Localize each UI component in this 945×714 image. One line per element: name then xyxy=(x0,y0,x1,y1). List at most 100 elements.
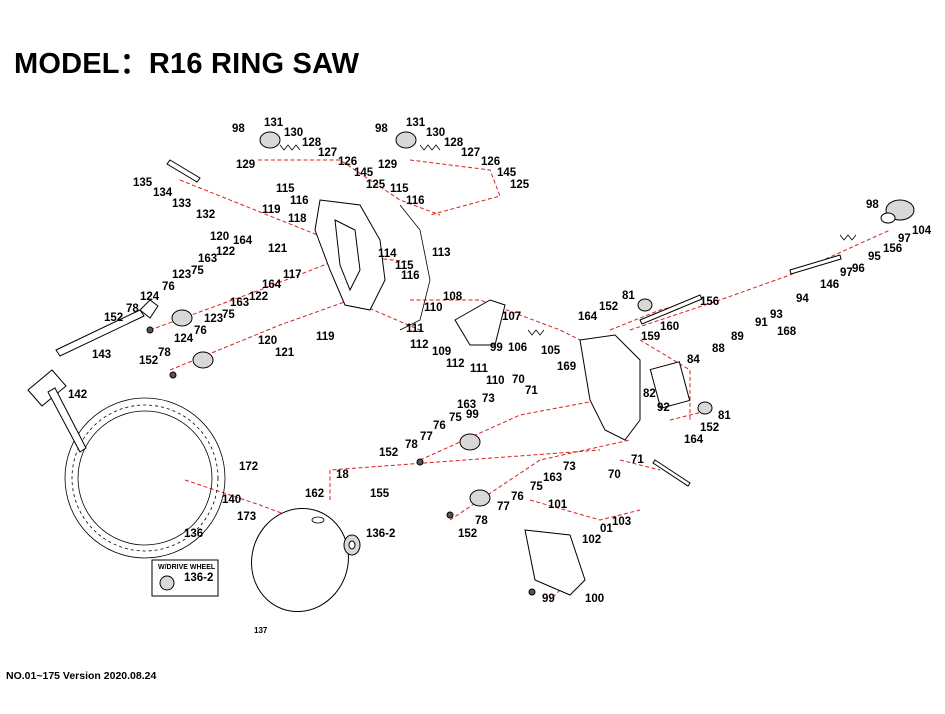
spring-icon xyxy=(279,144,857,336)
label-121: 121 xyxy=(275,347,295,359)
hex-wrench-icon xyxy=(55,299,159,357)
label-129: 129 xyxy=(236,159,255,171)
label-163: 163 xyxy=(198,253,217,265)
label-152: 152 xyxy=(599,301,618,313)
label-118: 118 xyxy=(288,213,307,225)
label-115: 115 xyxy=(276,183,295,195)
label-103: 103 xyxy=(612,516,631,528)
label-01: 01 xyxy=(600,523,613,535)
label-73: 73 xyxy=(482,393,495,405)
label-75: 75 xyxy=(191,265,204,277)
label-75: 75 xyxy=(449,412,462,424)
callout-labels: 98 131 130 128 127 126 145 125 129 98 13… xyxy=(68,117,932,635)
label-101: 101 xyxy=(548,499,568,511)
label-106: 106 xyxy=(508,342,527,354)
label-w-drive-wheel: W/DRIVE WHEEL xyxy=(158,564,216,571)
label-112: 112 xyxy=(410,339,429,351)
label-135: 135 xyxy=(133,177,153,189)
label-77: 77 xyxy=(497,501,510,513)
label-71: 71 xyxy=(631,454,644,466)
label-152: 152 xyxy=(104,312,123,324)
label-122: 122 xyxy=(216,246,235,258)
label-105: 105 xyxy=(541,345,561,357)
label-99: 99 xyxy=(542,593,555,605)
label-96: 95 xyxy=(868,251,881,263)
label-77: 77 xyxy=(420,431,433,443)
label-88: 88 xyxy=(712,343,725,355)
label-95: 97 xyxy=(898,233,911,245)
bearing-icon xyxy=(171,131,713,507)
drive-wheel-icon xyxy=(151,534,361,597)
label-140: 140 xyxy=(222,494,241,506)
label-156: 156 xyxy=(883,243,902,255)
label-129: 129 xyxy=(378,159,397,171)
label-18: 18 xyxy=(336,469,349,481)
label-84: 84 xyxy=(687,354,700,366)
label-78: 78 xyxy=(158,347,171,359)
label-136: 136 xyxy=(184,528,203,540)
label-127: 127 xyxy=(461,147,480,159)
label-114: 114 xyxy=(378,248,397,260)
label-73: 73 xyxy=(563,461,576,473)
version-footer: NO.01~175 Version 2020.08.24 xyxy=(6,670,157,682)
label-76: 76 xyxy=(162,281,175,293)
label-173: 173 xyxy=(237,511,256,523)
label-95: 97 xyxy=(840,267,853,279)
label-111: 111 xyxy=(406,323,425,335)
label-145: 145 xyxy=(354,167,374,179)
label-82: 82 xyxy=(643,388,656,400)
label-124: 124 xyxy=(174,333,194,345)
label-164: 164 xyxy=(684,434,704,446)
label-107: 107 xyxy=(502,311,521,323)
label-120: 120 xyxy=(210,231,229,243)
label-146: 96 xyxy=(852,263,865,275)
label-76: 76 xyxy=(194,325,207,337)
label-75: 75 xyxy=(222,309,235,321)
label-136-2: 136-2 xyxy=(366,528,395,540)
label-83: 92 xyxy=(657,402,670,414)
label-137: 137 xyxy=(254,626,268,635)
label-164: 164 xyxy=(578,311,598,323)
label-78: 78 xyxy=(475,515,488,527)
label-98: 98 xyxy=(375,123,388,135)
label-120: 120 xyxy=(258,335,277,347)
diagram-title: MODEL：R16 RING SAW xyxy=(14,48,360,80)
label-99: 99 xyxy=(466,409,479,421)
label-125: 125 xyxy=(510,179,530,191)
label-100: 100 xyxy=(585,593,604,605)
label-128: 128 xyxy=(444,137,464,149)
label-163: 163 xyxy=(457,399,476,411)
label-113: 113 xyxy=(432,247,451,259)
label-112: 112 xyxy=(446,358,465,370)
label-168: 168 xyxy=(777,326,797,338)
motor-housing-casting-icon xyxy=(454,299,641,596)
label-75: 75 xyxy=(530,481,543,493)
label-130: 130 xyxy=(426,127,445,139)
label-76: 76 xyxy=(433,420,446,432)
label-131: 131 xyxy=(264,117,284,129)
screw-icon xyxy=(146,326,536,596)
label-98: 98 xyxy=(232,123,245,135)
label-134: 134 xyxy=(153,187,173,199)
label-76: 76 xyxy=(511,491,524,503)
label-71: 71 xyxy=(525,385,538,397)
label-128: 128 xyxy=(302,137,322,149)
label-102: 102 xyxy=(582,534,601,546)
label-116: 116 xyxy=(401,270,420,282)
label-132: 132 xyxy=(196,209,215,221)
label-89: 89 xyxy=(731,331,744,343)
label-119: 119 xyxy=(262,204,281,216)
assembly-lines xyxy=(149,159,891,601)
label-163: 163 xyxy=(543,472,562,484)
label-92: 93 xyxy=(770,309,783,321)
label-169: 169 xyxy=(557,361,576,373)
label-78: 78 xyxy=(405,439,418,451)
label-123: 123 xyxy=(172,269,191,281)
label-121: 121 xyxy=(268,243,288,255)
label-130: 130 xyxy=(284,127,303,139)
label-156: 156 xyxy=(700,296,719,308)
label-119: 119 xyxy=(316,331,335,343)
label-152: 152 xyxy=(458,528,477,540)
label-109: 109 xyxy=(432,346,451,358)
